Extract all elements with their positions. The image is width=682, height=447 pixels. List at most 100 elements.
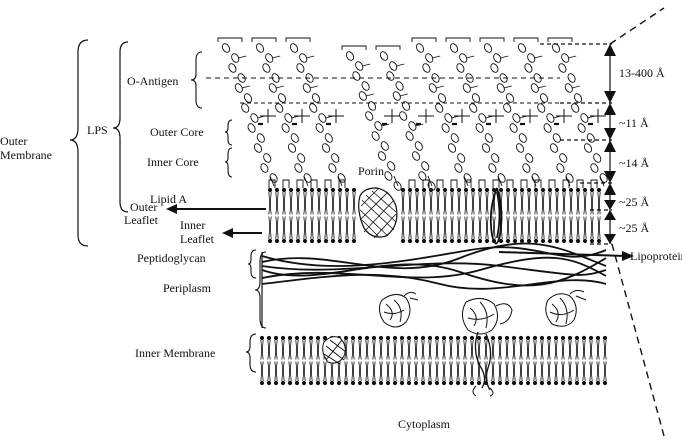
inner-lipid-tail — [492, 340, 493, 360]
peptidoglycan-brace — [248, 250, 256, 278]
dimension-inner-leaflet: ~25 Å — [619, 221, 649, 235]
inner-lipid-tail — [303, 340, 304, 360]
inner-lipid-head — [379, 336, 383, 340]
inner-lipid-head — [358, 381, 362, 385]
outer-lipid-tail — [340, 217, 341, 240]
outer-lipid-tail — [304, 192, 305, 215]
inner-lipid-tail — [367, 340, 368, 360]
outer-lipid-tail — [564, 192, 565, 215]
inner-lipid-tail — [562, 340, 563, 360]
outer-lipid-tail — [438, 217, 439, 240]
outer-lipid-tail — [417, 192, 418, 215]
outer-lipid-head — [268, 188, 272, 192]
outer-lipid-tail — [410, 217, 411, 240]
sugar-unit — [456, 152, 466, 163]
inner-lipid-tail — [359, 340, 360, 360]
diagram-labels: Outer Membrane LPS O-Antigen Outer Core … — [0, 74, 682, 431]
branch — [432, 56, 440, 58]
sugar-unit — [308, 102, 318, 113]
inner-lipid-tail — [541, 362, 542, 382]
inner-lipid-head — [351, 381, 355, 385]
sugar-unit — [385, 70, 395, 81]
inner-lipid-tail — [415, 362, 416, 382]
inner-lipid-tail — [472, 362, 473, 382]
inner-lipid-tail — [465, 362, 466, 382]
inner-lipid-tail — [542, 340, 543, 360]
outer-lipid-tail — [522, 217, 523, 240]
inner-lipid-head — [477, 336, 481, 340]
outer-lipid-head — [268, 239, 272, 243]
outer-lipid-tail — [277, 217, 278, 240]
inner-lipid-tail — [569, 340, 570, 360]
outer-lipid-tail — [283, 217, 284, 240]
inner-lipid-tail — [520, 362, 521, 382]
inner-lipid-tail — [423, 362, 424, 382]
sugar-unit — [330, 152, 340, 163]
inner-lipid-head — [568, 381, 572, 385]
branch — [276, 86, 284, 88]
inner-lipid-tail — [345, 362, 346, 382]
inner-lipid-head — [281, 381, 285, 385]
inner-lipid-tail — [401, 340, 402, 360]
inner-lipid-tail — [542, 362, 543, 382]
inner-lipid-tail — [283, 340, 284, 360]
sugar-unit — [386, 160, 396, 171]
inner-lipid-tail — [506, 340, 507, 360]
outer-lipid-tail — [473, 192, 474, 215]
inner-lipid-tail — [437, 340, 438, 360]
inner-lipid-tail — [353, 362, 354, 382]
inner-lipid-tail — [395, 340, 396, 360]
inner-lipid-tail — [556, 340, 557, 360]
lipid-a-headgroup — [451, 180, 457, 188]
inner-lipid-tail — [324, 362, 325, 382]
inner-lipid-head — [596, 336, 600, 340]
inner-lipid-tail — [381, 340, 382, 360]
sugar-unit — [524, 152, 534, 163]
label-inner-core: Inner Core — [147, 155, 199, 169]
inner-lipid-head — [449, 381, 453, 385]
outer-lipid-head — [317, 188, 321, 192]
inner-lipid-tail — [569, 362, 570, 382]
outer-lipid-tail — [290, 217, 291, 240]
inner-lipid-tail — [374, 362, 375, 382]
inner-lipid-head — [267, 381, 271, 385]
inner-lipid-head — [456, 336, 460, 340]
inner-lipid-tail — [388, 340, 389, 360]
sugar-unit — [395, 80, 405, 91]
outer-lipid-head — [443, 188, 447, 192]
core-cross — [522, 109, 538, 123]
sugar-unit — [490, 152, 500, 163]
inner-lipid-tail — [493, 340, 494, 360]
outer-lipid-tail — [550, 217, 551, 240]
inner-lipid-head — [603, 381, 607, 385]
outer-lipid-tail — [270, 192, 271, 215]
outer-lipid-tail — [480, 217, 481, 240]
outer-lipid-head — [310, 188, 314, 192]
dimension-labels: 13-400 Å ~11 Å ~14 Å ~25 Å ~25 Å — [619, 66, 665, 235]
outer-lipid-tail — [444, 192, 445, 215]
outer-lipid-tail — [592, 192, 593, 215]
sugar-unit — [256, 132, 266, 143]
outer-lipid-tail — [277, 192, 278, 215]
inner-lipid-tail — [507, 340, 508, 360]
inner-lipid-head — [533, 381, 537, 385]
outer-lipid-head — [513, 239, 517, 243]
inner-lipid-head — [414, 336, 418, 340]
outer-lipid-head — [450, 239, 454, 243]
outer-lipid-tail — [291, 217, 292, 240]
label-lipoprotein: Lipoprotein — [630, 249, 682, 263]
sugar-unit — [449, 42, 459, 53]
outer-lipid-tail — [458, 192, 459, 215]
chain-cap — [252, 38, 276, 42]
outer-lipid-tail — [416, 217, 417, 240]
sugar-unit — [287, 142, 297, 153]
chain-cap — [376, 46, 400, 50]
inner-lipid-tail — [443, 362, 444, 382]
inner-lipid-tail — [269, 362, 270, 382]
outer-lipid-head — [506, 239, 510, 243]
outer-lipid-tail — [452, 192, 453, 215]
sugar-unit — [502, 102, 512, 113]
outer-lipid-head — [583, 239, 587, 243]
outer-lipid-head — [408, 188, 412, 192]
outer-lipid-tail — [304, 217, 305, 240]
